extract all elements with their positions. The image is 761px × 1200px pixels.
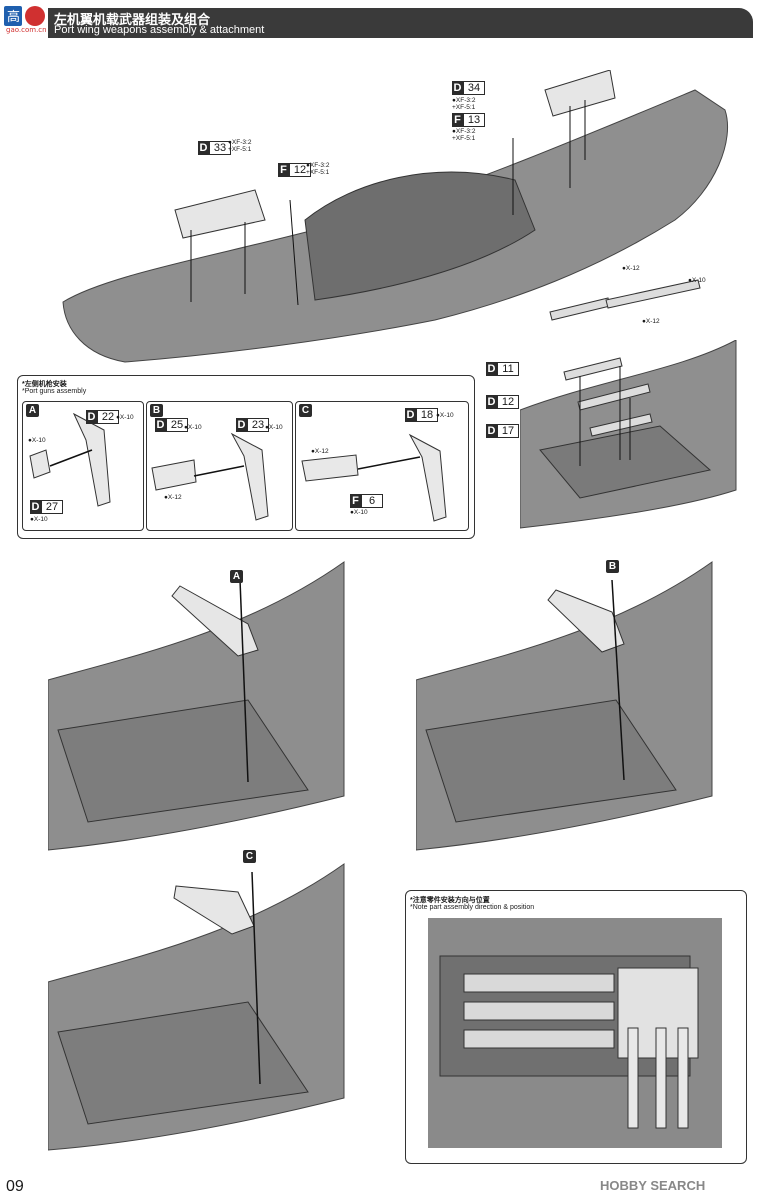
belt-color-a: ●X-12 bbox=[622, 265, 640, 272]
page-title-zh: 左机翼机载武器组装及组合 bbox=[54, 12, 211, 27]
note-box-illustration bbox=[428, 918, 722, 1148]
step-c-illustration bbox=[48, 863, 345, 1151]
belt-color-b: ●X-10 bbox=[688, 277, 706, 284]
gun-c-illustration bbox=[301, 433, 447, 522]
ammo-bay-illustration bbox=[520, 340, 737, 529]
guns-box-title-zh: *左侧机枪安装 bbox=[22, 381, 67, 388]
paint-d33: ●XF-3:2+XF-5:1 bbox=[228, 139, 252, 153]
step-b-label: B bbox=[606, 560, 619, 573]
paint-f13: ●XF-3:2+XF-5:1 bbox=[452, 128, 476, 142]
sub-c-label: C bbox=[299, 404, 312, 417]
step-b-illustration bbox=[416, 561, 713, 851]
page-number: 09 bbox=[6, 1178, 24, 1195]
paint-c-left: ●X-12 bbox=[311, 448, 329, 455]
gun-a-illustration bbox=[29, 412, 111, 507]
gun-b-illustration bbox=[151, 432, 269, 521]
note-box-title-en: *Note part assembly direction & position bbox=[410, 904, 535, 911]
paint-d23: ●X-10 bbox=[265, 424, 283, 431]
page-title-en: Port wing weapons assembly & attachment bbox=[54, 24, 265, 36]
sub-b-label: B bbox=[150, 404, 163, 417]
belt-color-c: ●X-12 bbox=[642, 318, 660, 325]
sub-a-label: A bbox=[26, 404, 39, 417]
wing-illustration bbox=[62, 70, 729, 363]
ammo-belt-illustration bbox=[549, 279, 701, 321]
logo-text: gao.com.cn bbox=[6, 26, 47, 34]
paint-d18: ●X-10 bbox=[436, 412, 454, 419]
step-a-label: A bbox=[230, 570, 243, 583]
paint-a-left: ●X-10 bbox=[28, 437, 46, 444]
note-box-title-zh: *注意零件安装方向与位置 bbox=[410, 897, 490, 904]
paint-f6: ●X-10 bbox=[350, 509, 368, 516]
paint-b-bottom: ●X-12 bbox=[164, 494, 182, 501]
paint-d25: ●X-10 bbox=[184, 424, 202, 431]
paint-f12: ●XF-3:2+XF-5:1 bbox=[306, 162, 330, 176]
guns-box-title-en: *Port guns assembly bbox=[22, 388, 87, 395]
paint-d34: ●XF-3:2+XF-5:1 bbox=[452, 97, 476, 111]
watermark: HOBBY SEARCH bbox=[600, 1178, 706, 1193]
step-a-illustration bbox=[48, 561, 345, 851]
header-bar bbox=[48, 8, 753, 38]
step-c-label: C bbox=[243, 850, 256, 863]
site-logo: 高 bbox=[2, 4, 48, 38]
paint-d22: ●X-10 bbox=[116, 414, 134, 421]
paint-d27: ●X-10 bbox=[30, 516, 48, 523]
logo-mark: 高 bbox=[7, 9, 20, 24]
